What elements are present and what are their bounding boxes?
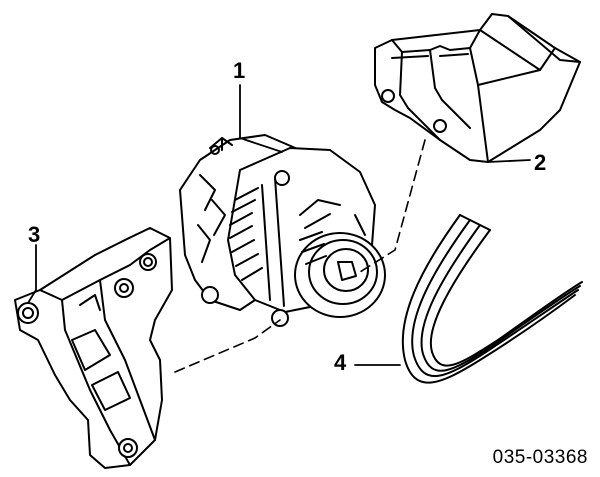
leader-lines: [27, 84, 531, 366]
callout-belt: 4: [334, 350, 347, 375]
bracket-part: [14, 227, 173, 469]
callout-alternator: 1: [233, 58, 246, 83]
callout-bracket: 3: [28, 222, 41, 247]
alignment-lines: [174, 139, 426, 373]
cover-part: [374, 13, 581, 163]
belt-part: [401, 214, 583, 384]
callout-cover: 2: [534, 150, 547, 175]
alternator-part: [179, 134, 386, 327]
drawing-code: 035-03368: [492, 447, 588, 468]
